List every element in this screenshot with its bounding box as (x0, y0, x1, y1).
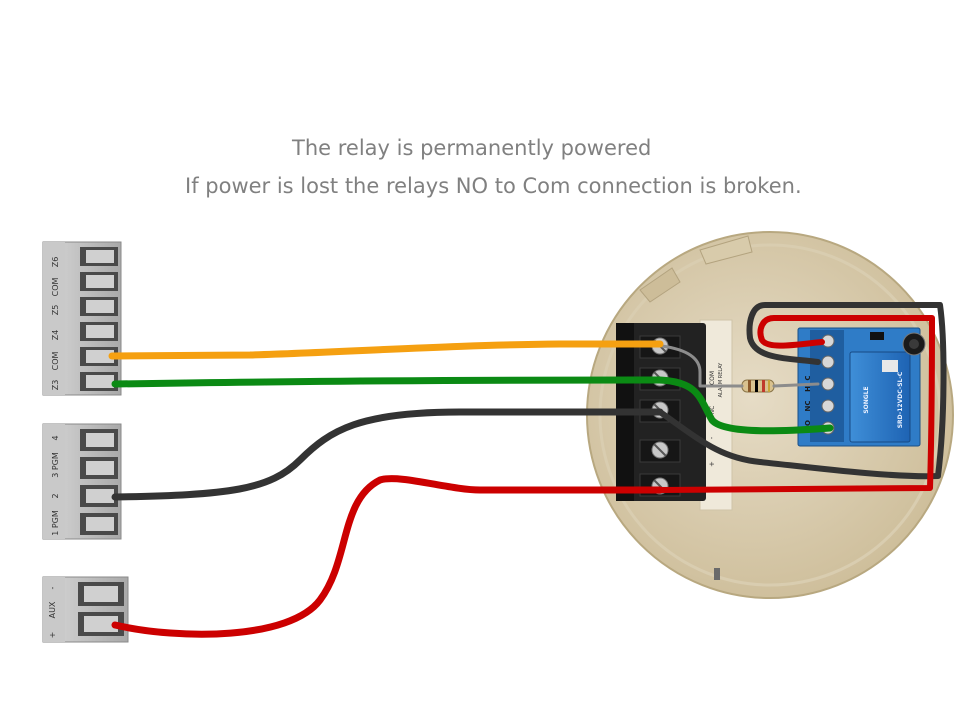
zone-label-com-lower: COM (51, 352, 60, 371)
detector-label-minus: - (708, 436, 716, 439)
relay-model-text: SRD-12VDC-SL-C (897, 371, 904, 428)
aux-label-minus: - (48, 586, 57, 589)
red-wire-detector (657, 315, 935, 493)
aux-terminal-block: + AUX - (42, 576, 129, 643)
pgm-label-3: 3 PGM (51, 452, 60, 478)
relay-pin-label-c: C (804, 375, 812, 380)
detector-label-plus: + (708, 461, 716, 467)
orange-wire (108, 340, 664, 360)
grey-wire-resistor-lead (772, 382, 820, 388)
aux-label-plus: + (48, 632, 57, 639)
detector-label-com: COM (709, 371, 716, 385)
caption-line-1: The relay is permanently powered (292, 136, 652, 160)
pgm-label-4: 4 (51, 435, 60, 440)
pgm-terminal-block: 4 3 PGM 2 1 PGM (42, 423, 122, 540)
zone-label-z3: Z3 (51, 380, 60, 391)
aux-label-name: AUX (48, 601, 57, 618)
pgm-label-2: 2 (51, 493, 60, 498)
detector-label-nc: NC (709, 406, 716, 415)
zone-terminal-block: Z6 COM Z5 Z4 COM Z3 (42, 241, 122, 396)
red-wire-aux (111, 475, 664, 638)
green-wire (111, 376, 834, 435)
zone-label-z4: Z4 (51, 330, 60, 341)
detector-label-alarm-relay: ALARM RELAY (718, 362, 724, 398)
relay-module: C H NC NO SONGLE SRD-12VDC-SL-C (797, 327, 926, 447)
black-wire-pgm (111, 408, 664, 501)
zone-label-com-upper: COM (51, 278, 60, 297)
wires (108, 302, 947, 638)
zone-terminal-slots (80, 247, 118, 391)
zone-label-z6: Z6 (51, 257, 60, 268)
relay-pin-label-h: H (804, 386, 812, 392)
pgm-label-1: 1 PGM (51, 510, 60, 536)
relay-pin-label-nc: NC (804, 401, 812, 412)
relay-brand-text: SONGLE (863, 386, 870, 413)
resistor (741, 379, 775, 393)
zone-label-z5: Z5 (51, 305, 60, 316)
caption-line-2: If power is lost the relays NO to Com co… (185, 174, 802, 198)
grey-wire-resistor (660, 344, 744, 388)
black-wire-detector (657, 302, 947, 480)
